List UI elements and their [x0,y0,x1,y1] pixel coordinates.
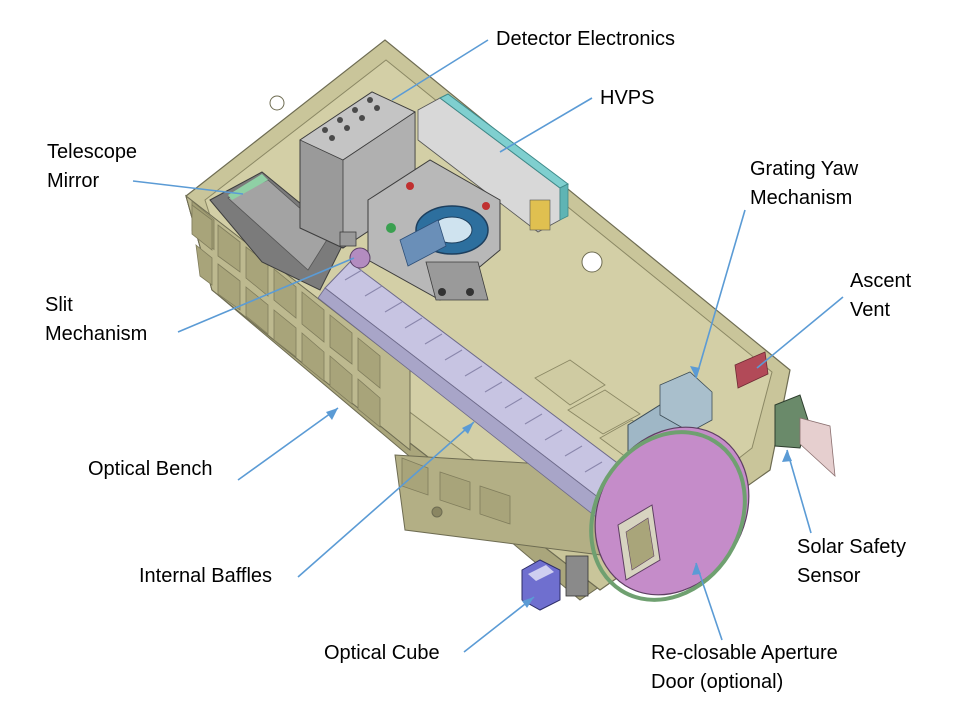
leader-line-hvps [499,97,593,153]
leader-line-optical-bench [237,407,339,481]
label-grating-yaw-line1: Grating Yaw [750,158,859,180]
leader-lines [132,39,844,653]
leader-line-detector-electronics [391,39,489,101]
label-slit-mechanism-line1: Slit [45,294,73,316]
label-optical-bench: Optical Bench [88,458,213,480]
label-telescope-mirror: Telescope Mirror [47,138,137,196]
label-internal-baffles: Internal Baffles [139,565,273,587]
arrowhead-optical-bench [326,408,338,420]
leader-line-ascent-vent [756,296,844,369]
leader-line-grating-yaw [695,209,746,379]
arrowhead-internal-baffles [462,422,474,434]
label-detector-electronics: Detector Electronics [496,28,675,50]
optical-bench-illustration [185,39,836,611]
leader-line-telescope-mirror [132,180,244,195]
label-solar-safety-sensor: Solar Safety Sensor [797,533,906,591]
arrowhead-aperture-door [692,563,701,575]
leader-line-internal-baffles [297,421,475,578]
label-solar-safety-line1: Solar Safety [797,536,906,558]
arrowhead-grating-yaw [690,366,700,378]
arrowhead-solar-safety-sensor [782,450,792,462]
leader-line-aperture-door [695,562,723,641]
label-slit-mechanism: Slit Mechanism [45,291,147,349]
label-solar-safety-line2: Sensor [797,565,861,587]
label-grating-yaw-line2: Mechanism [750,187,853,209]
arrowhead-optical-cube [522,597,534,608]
label-hvps: HVPS [600,87,655,109]
label-optical-cube: Optical Cube [324,642,440,664]
label-ascent-vent-line2: Vent [850,299,891,321]
label-aperture-door-line1: Re-closable Aperture [651,642,838,664]
label-ascent-vent: Ascent Vent [850,267,911,325]
label-ascent-vent-line1: Ascent [850,270,912,292]
label-aperture-door: Re-closable Aperture Door (optional) [651,639,838,697]
leader-line-optical-cube [463,596,535,653]
label-slit-mechanism-line2: Mechanism [45,323,148,345]
label-aperture-door-line2: Door (optional) [651,671,784,693]
leader-arrowheads [326,366,792,608]
label-telescope-mirror-line1: Telescope [47,141,138,163]
label-grating-yaw-mechanism: Grating Yaw Mechanism [750,155,858,213]
leader-line-slit-mechanism [177,257,355,333]
label-telescope-mirror-line2: Mirror [47,170,100,192]
leader-line-solar-safety-sensor [786,449,812,534]
